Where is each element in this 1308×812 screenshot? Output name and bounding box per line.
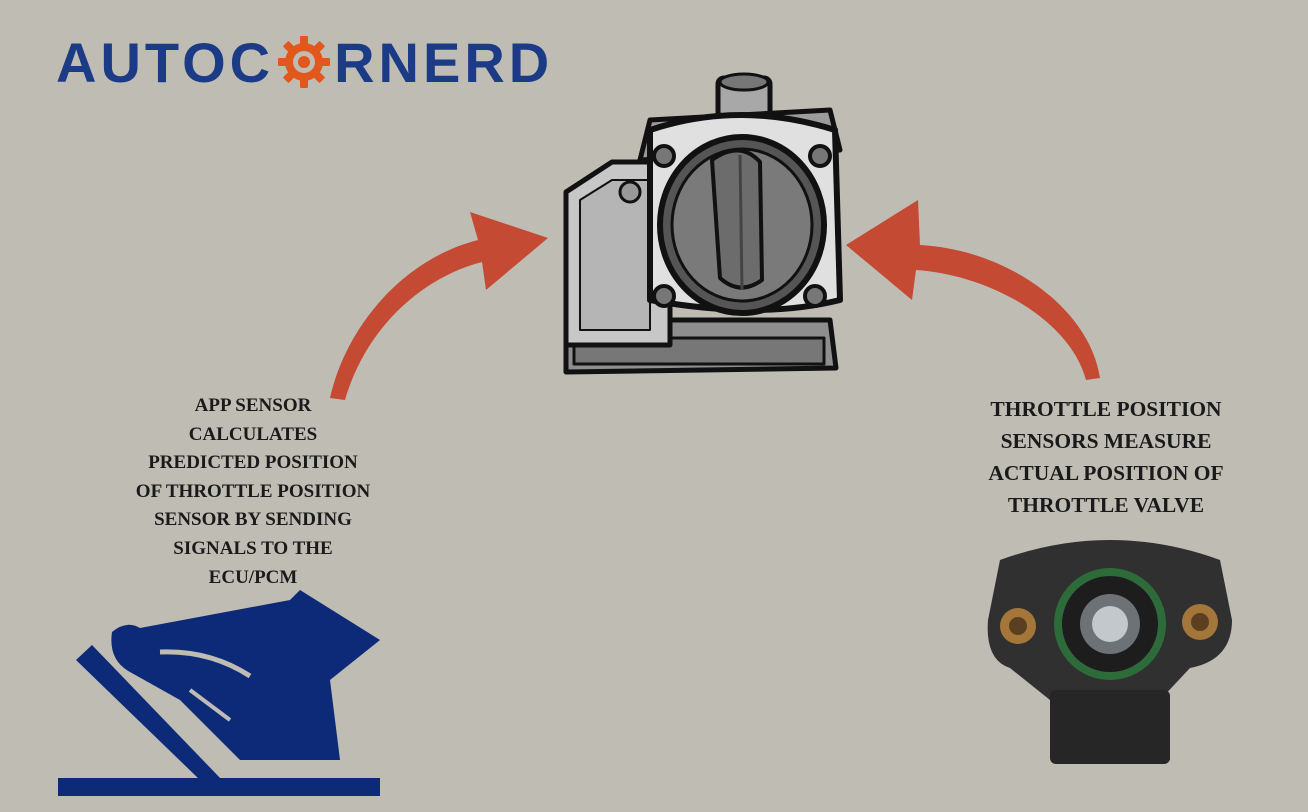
logo-text-part1: AUTOC <box>56 30 275 94</box>
throttle-body-icon <box>563 72 843 375</box>
throttle-sensor-caption: THROTTLE POSITION SENSORS MEASURE ACTUAL… <box>988 397 1224 517</box>
gear-icon <box>278 36 331 88</box>
brand-logo: AUTOC RNERD <box>56 30 553 94</box>
logo-text-part2: RNERD <box>334 30 554 94</box>
arrow-right-to-throttle <box>846 200 1100 380</box>
throttle-position-sensor-icon <box>987 540 1232 764</box>
foot-pedal-icon <box>58 590 380 796</box>
arrow-left-to-throttle <box>330 212 548 400</box>
app-sensor-caption: APP SENSOR CALCULATES PREDICTED POSITION… <box>135 395 371 588</box>
